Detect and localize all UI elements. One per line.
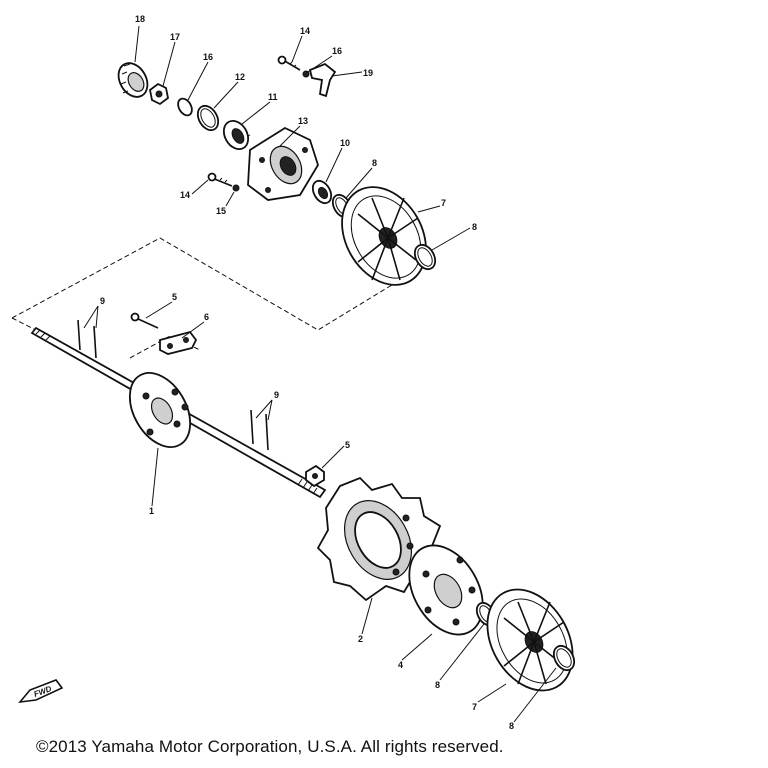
callout-4: 4	[398, 660, 403, 670]
callout-17: 17	[170, 32, 180, 42]
callout-16: 16	[332, 46, 342, 56]
callout-8: 8	[509, 721, 514, 730]
callout-7: 7	[441, 198, 446, 208]
copyright-notice: ©2013 Yamaha Motor Corporation, U.S.A. A…	[36, 737, 504, 756]
part-16-washer-top	[302, 70, 310, 78]
callout-14: 14	[300, 26, 310, 36]
part-9-pins-left	[77, 319, 97, 359]
part-10-bearing	[311, 179, 333, 205]
callout-14: 14	[180, 190, 190, 200]
part-8-ring-upper-b	[413, 243, 437, 271]
part-14-bolt-mid	[207, 172, 233, 187]
assembly-guide-lines	[11, 134, 401, 359]
part-9-pins-right	[250, 409, 269, 451]
callout-9: 9	[274, 390, 279, 400]
callout-16: 16	[203, 52, 213, 62]
callout-8: 8	[372, 158, 377, 168]
part-17-nut	[149, 82, 169, 106]
part-15-washer	[232, 184, 240, 192]
leader-lines	[83, 25, 557, 723]
part-8-ring-lower-b	[552, 644, 576, 672]
callout-10: 10	[340, 138, 350, 148]
part-1-drive-shaft	[30, 326, 327, 499]
fwd-arrow-icon: FWD	[18, 679, 64, 704]
callout-8: 8	[435, 680, 440, 690]
callout-5: 5	[345, 440, 350, 450]
part-12-ring	[196, 104, 220, 132]
part-4-plate	[408, 544, 484, 636]
callout-6: 6	[204, 312, 209, 322]
part-7-wheel-upper	[341, 186, 427, 286]
callout-15: 15	[216, 206, 226, 216]
callout-13: 13	[298, 116, 308, 126]
exploded-parts-diagram: FWD 18 17 16 12 11	[11, 14, 576, 730]
part-5-collar	[305, 464, 325, 488]
part-6-link-plate	[159, 330, 198, 355]
callout-8: 8	[472, 222, 477, 232]
callout-2: 2	[358, 634, 363, 644]
callout-9: 9	[100, 296, 105, 306]
part-14-bolt-top	[277, 55, 301, 71]
part-5-bolt-upper	[130, 312, 159, 329]
part-11-bearing	[222, 119, 250, 151]
callout-5: 5	[172, 292, 177, 302]
part-19-bracket	[308, 62, 337, 98]
callout-19: 19	[363, 68, 373, 78]
callout-12: 12	[235, 72, 245, 82]
callout-7: 7	[472, 702, 477, 712]
callout-11: 11	[268, 92, 278, 102]
part-7-wheel-lower	[486, 588, 574, 692]
callout-numbers: 18 17 16 12 11 13 14 16 19 10 8 7 8 14 1…	[100, 14, 514, 730]
callout-1: 1	[149, 506, 154, 516]
callout-18: 18	[135, 14, 145, 24]
part-13-bearing-housing	[247, 126, 319, 201]
part-18-cap	[117, 62, 149, 98]
part-16-washer	[177, 97, 193, 117]
